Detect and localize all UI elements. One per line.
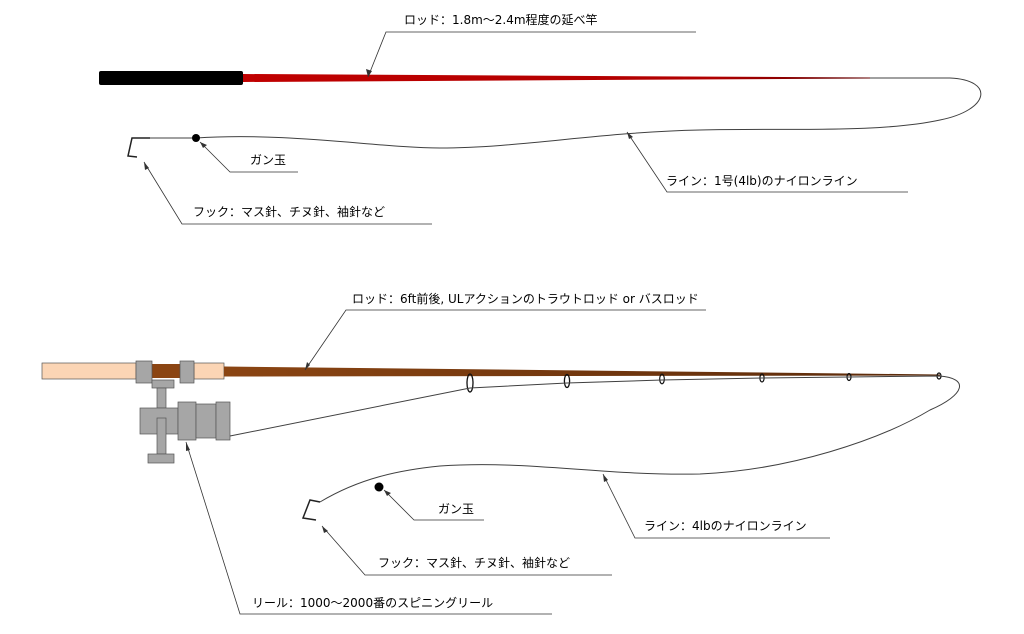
rod-front-grip bbox=[193, 362, 225, 380]
pole-sinker-arrow bbox=[200, 142, 207, 148]
pole-rod bbox=[243, 74, 870, 82]
pole-rod-label: ロッド：1.8m～2.4m程度の延べ竿 bbox=[404, 12, 598, 27]
spinning-line-arrow bbox=[603, 474, 608, 482]
spinning-rod-leader bbox=[304, 309, 706, 371]
spinning-rod-label: ロッド：6ft前後, ULアクションのトラウトロッド or バスロッド bbox=[352, 291, 699, 306]
reel-seat-section bbox=[152, 364, 180, 378]
pole-sinker bbox=[192, 134, 200, 142]
pole-hook bbox=[127, 137, 150, 158]
pole-line-arrow bbox=[627, 132, 633, 139]
pole-rod-arrow bbox=[366, 69, 372, 77]
pole-setup: ロッド：1.8m～2.4m程度の延べ竿 ガン玉 ライン：1号(4lb)のナイロン… bbox=[99, 12, 982, 225]
spinning-rod-blank bbox=[224, 366, 940, 377]
reel-leader bbox=[185, 441, 552, 615]
spinning-sinker-leader bbox=[383, 489, 484, 521]
spinning-sinker-arrow bbox=[384, 490, 391, 496]
rod-rear-grip bbox=[41, 362, 137, 380]
rod-guide bbox=[659, 373, 665, 385]
reel-seat-hood-right bbox=[179, 360, 195, 384]
pole-line-label: ライン：1号(4lb)のナイロンライン bbox=[666, 174, 858, 188]
rod-guide bbox=[563, 373, 571, 389]
spinning-sinker bbox=[374, 482, 384, 492]
rod-guide bbox=[466, 373, 474, 393]
reel-seat-hood-left bbox=[135, 360, 153, 384]
spinning-reel bbox=[139, 379, 231, 464]
spinning-sinker-label: ガン玉 bbox=[438, 502, 474, 516]
spinning-rod-arrow bbox=[305, 362, 310, 370]
pole-line-leader bbox=[626, 131, 908, 193]
pole-line bbox=[150, 77, 982, 149]
pole-hook-leader bbox=[143, 161, 432, 225]
spinning-hook-arrow bbox=[322, 526, 328, 533]
reel-label: リール：1000～2000番のスピニングリール bbox=[252, 596, 493, 610]
pole-grip bbox=[99, 71, 243, 85]
spinning-line-leader bbox=[602, 473, 830, 539]
spinning-setup: ロッド：6ft前後, ULアクションのトラウトロッド or バスロッド ガン玉 … bbox=[41, 291, 960, 615]
spinning-line-label: ライン：4lbのナイロンライン bbox=[644, 519, 807, 533]
pole-sinker-label: ガン玉 bbox=[250, 153, 286, 167]
spinning-hook-leader bbox=[321, 525, 612, 576]
spinning-hook bbox=[301, 499, 321, 521]
pole-hook-arrow bbox=[144, 162, 149, 170]
reel-arrow bbox=[186, 442, 190, 451]
pole-rod-leader bbox=[367, 31, 696, 78]
pole-hook-label: フック：マス針、チヌ針、袖針など bbox=[193, 204, 385, 219]
spinning-line bbox=[229, 375, 960, 503]
spinning-hook-label: フック：マス針、チヌ針、袖針など bbox=[378, 555, 570, 570]
pole-sinker-leader bbox=[199, 141, 298, 173]
